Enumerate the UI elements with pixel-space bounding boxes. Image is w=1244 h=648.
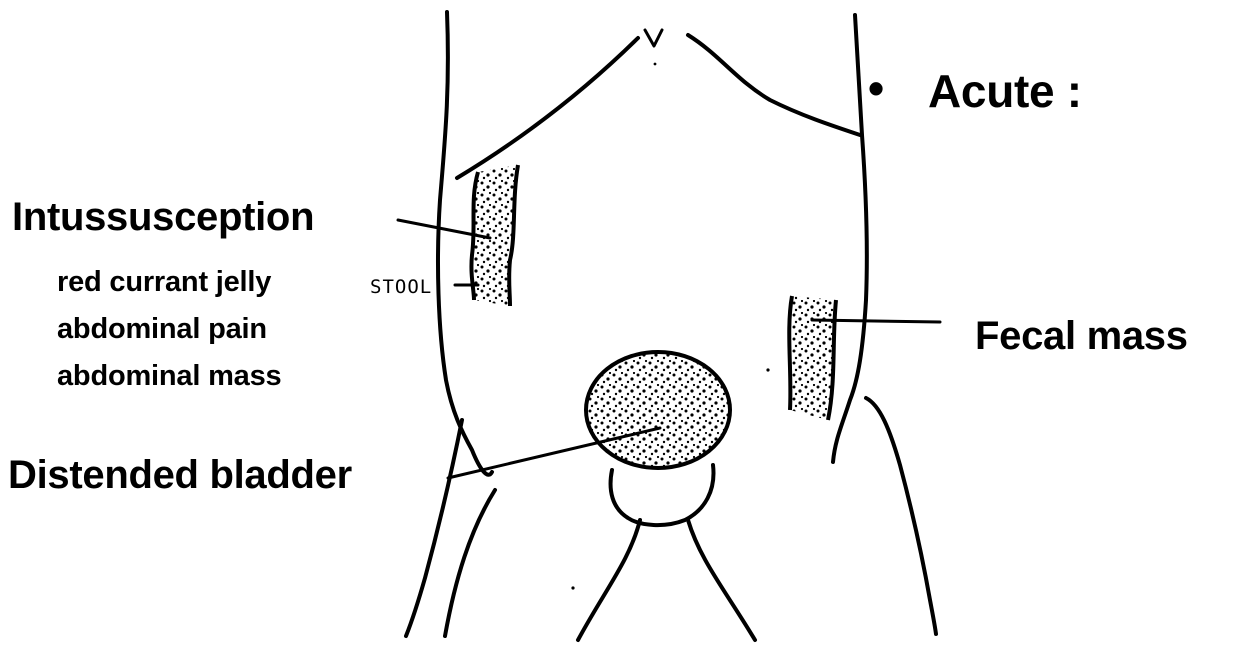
leader-fecal-mass — [812, 320, 940, 322]
label-intussusception: Intussusception — [12, 197, 314, 237]
fecal-mass — [788, 296, 836, 420]
rib-margin-right — [688, 35, 860, 135]
xiphoid-mark — [645, 30, 662, 46]
left-leg-inner — [578, 520, 640, 640]
title-bullet: • — [868, 65, 884, 111]
note-abdominal-mass: abdominal mass — [57, 362, 281, 391]
lower-left-leg — [445, 490, 495, 636]
label-fecal-mass: Fecal mass — [975, 316, 1188, 356]
rib-margin-left — [457, 38, 638, 178]
torso-right-outline — [833, 15, 867, 462]
note-abdominal-pain: abdominal pain — [57, 315, 267, 344]
note-stool-handwritten: STOOL — [370, 278, 432, 297]
note-red-currant-jelly: red currant jelly — [57, 268, 271, 297]
right-leg-inner — [688, 520, 755, 640]
groin-left-curve — [611, 465, 714, 525]
diagram-title: Acute : — [928, 68, 1082, 114]
label-distended-bladder: Distended bladder — [8, 455, 352, 495]
distended-bladder — [586, 352, 730, 468]
right-leg-outline — [866, 398, 936, 634]
